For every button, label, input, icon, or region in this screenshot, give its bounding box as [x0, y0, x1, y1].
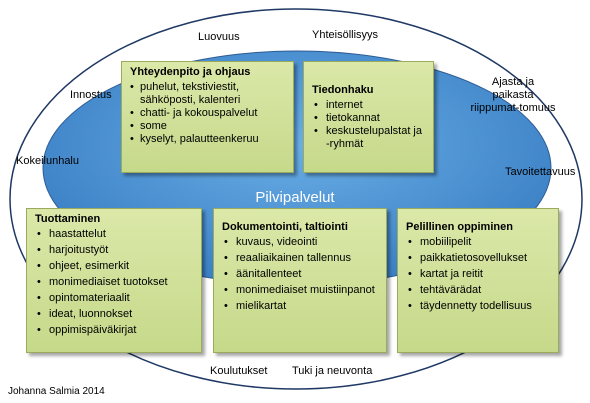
list-item: tehtävärädat: [406, 284, 552, 297]
list-item: ohjeet, esimerkit: [35, 260, 195, 273]
list-item: haastattelut: [35, 228, 195, 241]
list-item: chatti- ja kokouspalvelut: [130, 107, 287, 120]
label-tuki-ja-neuvonta: Tuki ja neuvonta: [292, 365, 373, 377]
cloud-title: Pilvipalvelut: [255, 189, 335, 206]
label-kokeilunhalu: Kokeilunhalu: [16, 155, 79, 167]
box-title: Tiedonhaku: [312, 84, 374, 96]
list-item: keskustelupalstat ja -ryhmät: [312, 125, 427, 151]
box-title: Yhteydenpito ja ohjaus: [130, 66, 251, 78]
list-item: kartat ja reitit: [406, 268, 552, 281]
list-item: kyselyt, palautteenkeruu: [130, 133, 287, 146]
box-dokumentointi: Dokumentointi, taltiointi kuvaus, videoi…: [213, 208, 387, 353]
list-item: some: [130, 120, 287, 133]
credit-text: Johanna Salmia 2014: [8, 386, 105, 397]
label-tavoitettavuus: Tavoitettavuus: [505, 166, 576, 178]
box-pelillinen: Pelillinen oppiminen mobiilipelit paikka…: [397, 208, 559, 353]
list-item: mielikartat: [222, 300, 380, 313]
label-yhteisollisyys: Yhteisöllisyys: [312, 29, 379, 41]
list-item: täydennetty todellisuus: [406, 300, 552, 313]
list-item: kuvaus, videointi: [222, 236, 380, 249]
list-item: mobiilipelit: [406, 236, 552, 249]
box-tiedonhaku: Tiedonhaku internet tietokannat keskuste…: [303, 61, 434, 173]
list-item: puhelut, tekstiviestit, sähköposti, kale…: [130, 81, 287, 107]
list-item: äänitallenteet: [222, 268, 380, 281]
list-item: monimediaiset tuotokset: [35, 276, 195, 289]
list-item: paikkatietosovellukset: [406, 252, 552, 265]
list-item: internet: [312, 99, 427, 112]
list-item: monimediaiset muistiinpanot: [222, 284, 380, 297]
list-item: ideat, luonnokset: [35, 308, 195, 321]
box-title: Tuottaminen: [35, 213, 101, 225]
list-item: oppimispäiväkirjat: [35, 324, 195, 337]
list-item: harjoitustyöt: [35, 244, 195, 257]
label-luovuus: Luovuus: [198, 31, 240, 43]
label-ajasta-ja-paikasta: Ajasta ja paikasta riippumat-tomuus: [470, 76, 556, 114]
list-item: reaaliaikainen tallennus: [222, 252, 380, 265]
box-title: Dokumentointi, taltiointi: [222, 221, 348, 233]
list-item: tietokannat: [312, 112, 427, 125]
box-tuottaminen: Tuottaminen haastattelut harjoitustyöt o…: [26, 208, 202, 353]
list-item: opintomateriaalit: [35, 292, 195, 305]
box-yhteydenpito: Yhteydenpito ja ohjaus puhelut, tekstivi…: [121, 61, 294, 173]
label-koulutukset: Koulutukset: [210, 365, 268, 377]
label-innostus: Innostus: [70, 89, 112, 101]
box-title: Pelillinen oppiminen: [406, 221, 513, 233]
